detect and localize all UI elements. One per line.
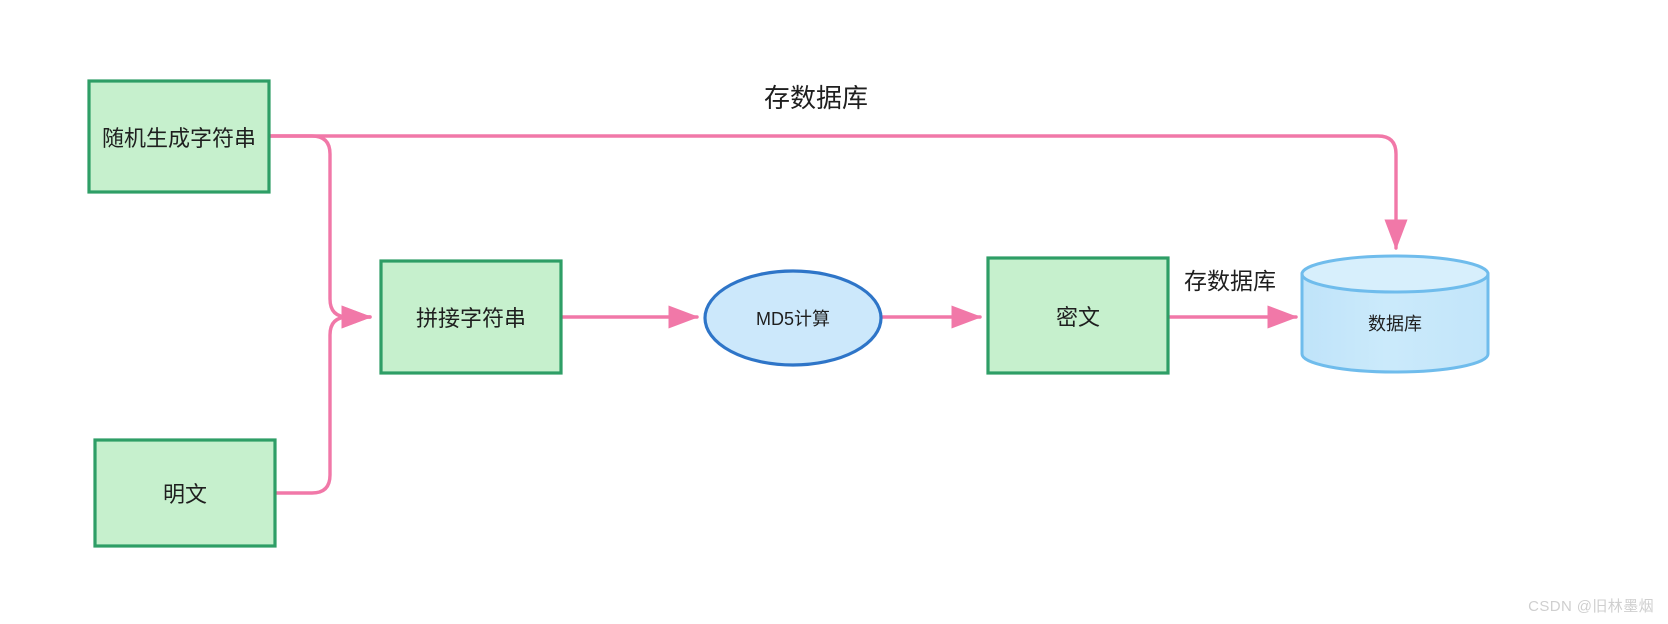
csdn-watermark: CSDN @旧林墨烟 (1528, 598, 1654, 615)
edge-plaintext-to-concat (273, 305, 373, 495)
node-ciphertext-shape[interactable] (986, 256, 1170, 375)
edges-layer (267, 134, 1408, 495)
node-concat-string-shape[interactable] (379, 259, 563, 375)
node-random-string-shape[interactable] (87, 79, 271, 194)
edge-random-to-database (267, 134, 1408, 251)
node-md5-compute-shape[interactable] (703, 269, 883, 367)
nodes-layer (87, 79, 1490, 548)
node-plaintext-shape[interactable] (93, 438, 277, 548)
node-database-shape[interactable] (1300, 254, 1490, 374)
edge-label-store-db-right: 存数据库 (1184, 268, 1276, 294)
edge-label-store-db-top: 存数据库 (764, 83, 869, 113)
edge-random-to-concat (267, 134, 373, 329)
